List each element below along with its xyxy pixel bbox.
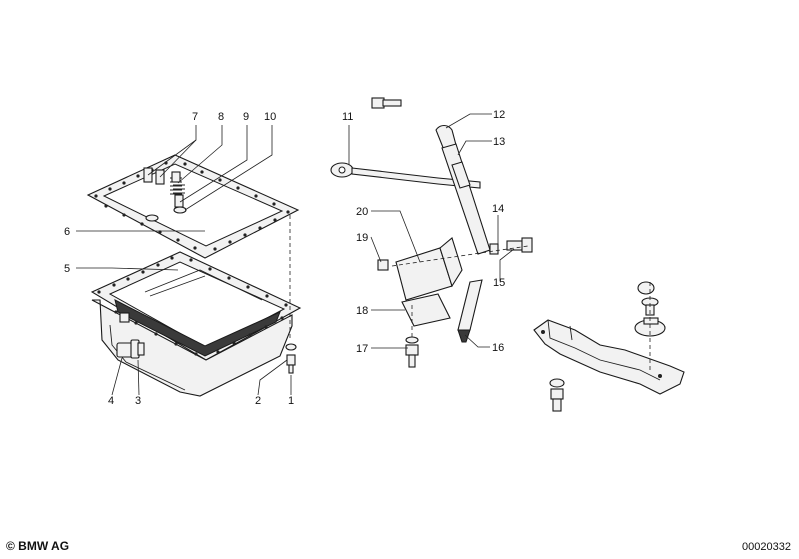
copyright-text: © BMW AG [6, 539, 70, 553]
oil-pan [90, 251, 302, 397]
label-13: 13 [493, 136, 505, 148]
drawing-number: 00020332 [742, 541, 791, 553]
pan-screw [285, 215, 297, 374]
label-11: 11 [342, 111, 353, 123]
label-18: 18 [356, 305, 368, 317]
support-bracket [533, 281, 685, 412]
label-6: 6 [64, 226, 70, 238]
label-14: 14 [492, 203, 504, 215]
label-10: 10 [264, 111, 276, 123]
label-4: 4 [108, 395, 114, 407]
label-2: 2 [255, 395, 261, 407]
label-3: 3 [135, 395, 141, 407]
dipstick-guide [330, 97, 533, 368]
label-16: 16 [492, 342, 504, 354]
label-8: 8 [218, 111, 224, 123]
label-12: 12 [493, 109, 505, 121]
label-20: 20 [356, 206, 368, 218]
label-15: 15 [493, 277, 505, 289]
part-number-labels: 1 2 3 4 5 6 7 8 9 10 11 12 13 14 15 16 1… [64, 109, 505, 407]
label-9: 9 [243, 111, 249, 123]
drain-plug [116, 339, 145, 359]
label-5: 5 [64, 263, 70, 275]
label-1: 1 [288, 395, 294, 407]
leader-lines [76, 113, 515, 396]
label-7: 7 [192, 111, 198, 123]
label-19: 19 [356, 232, 368, 244]
label-17: 17 [356, 343, 368, 355]
